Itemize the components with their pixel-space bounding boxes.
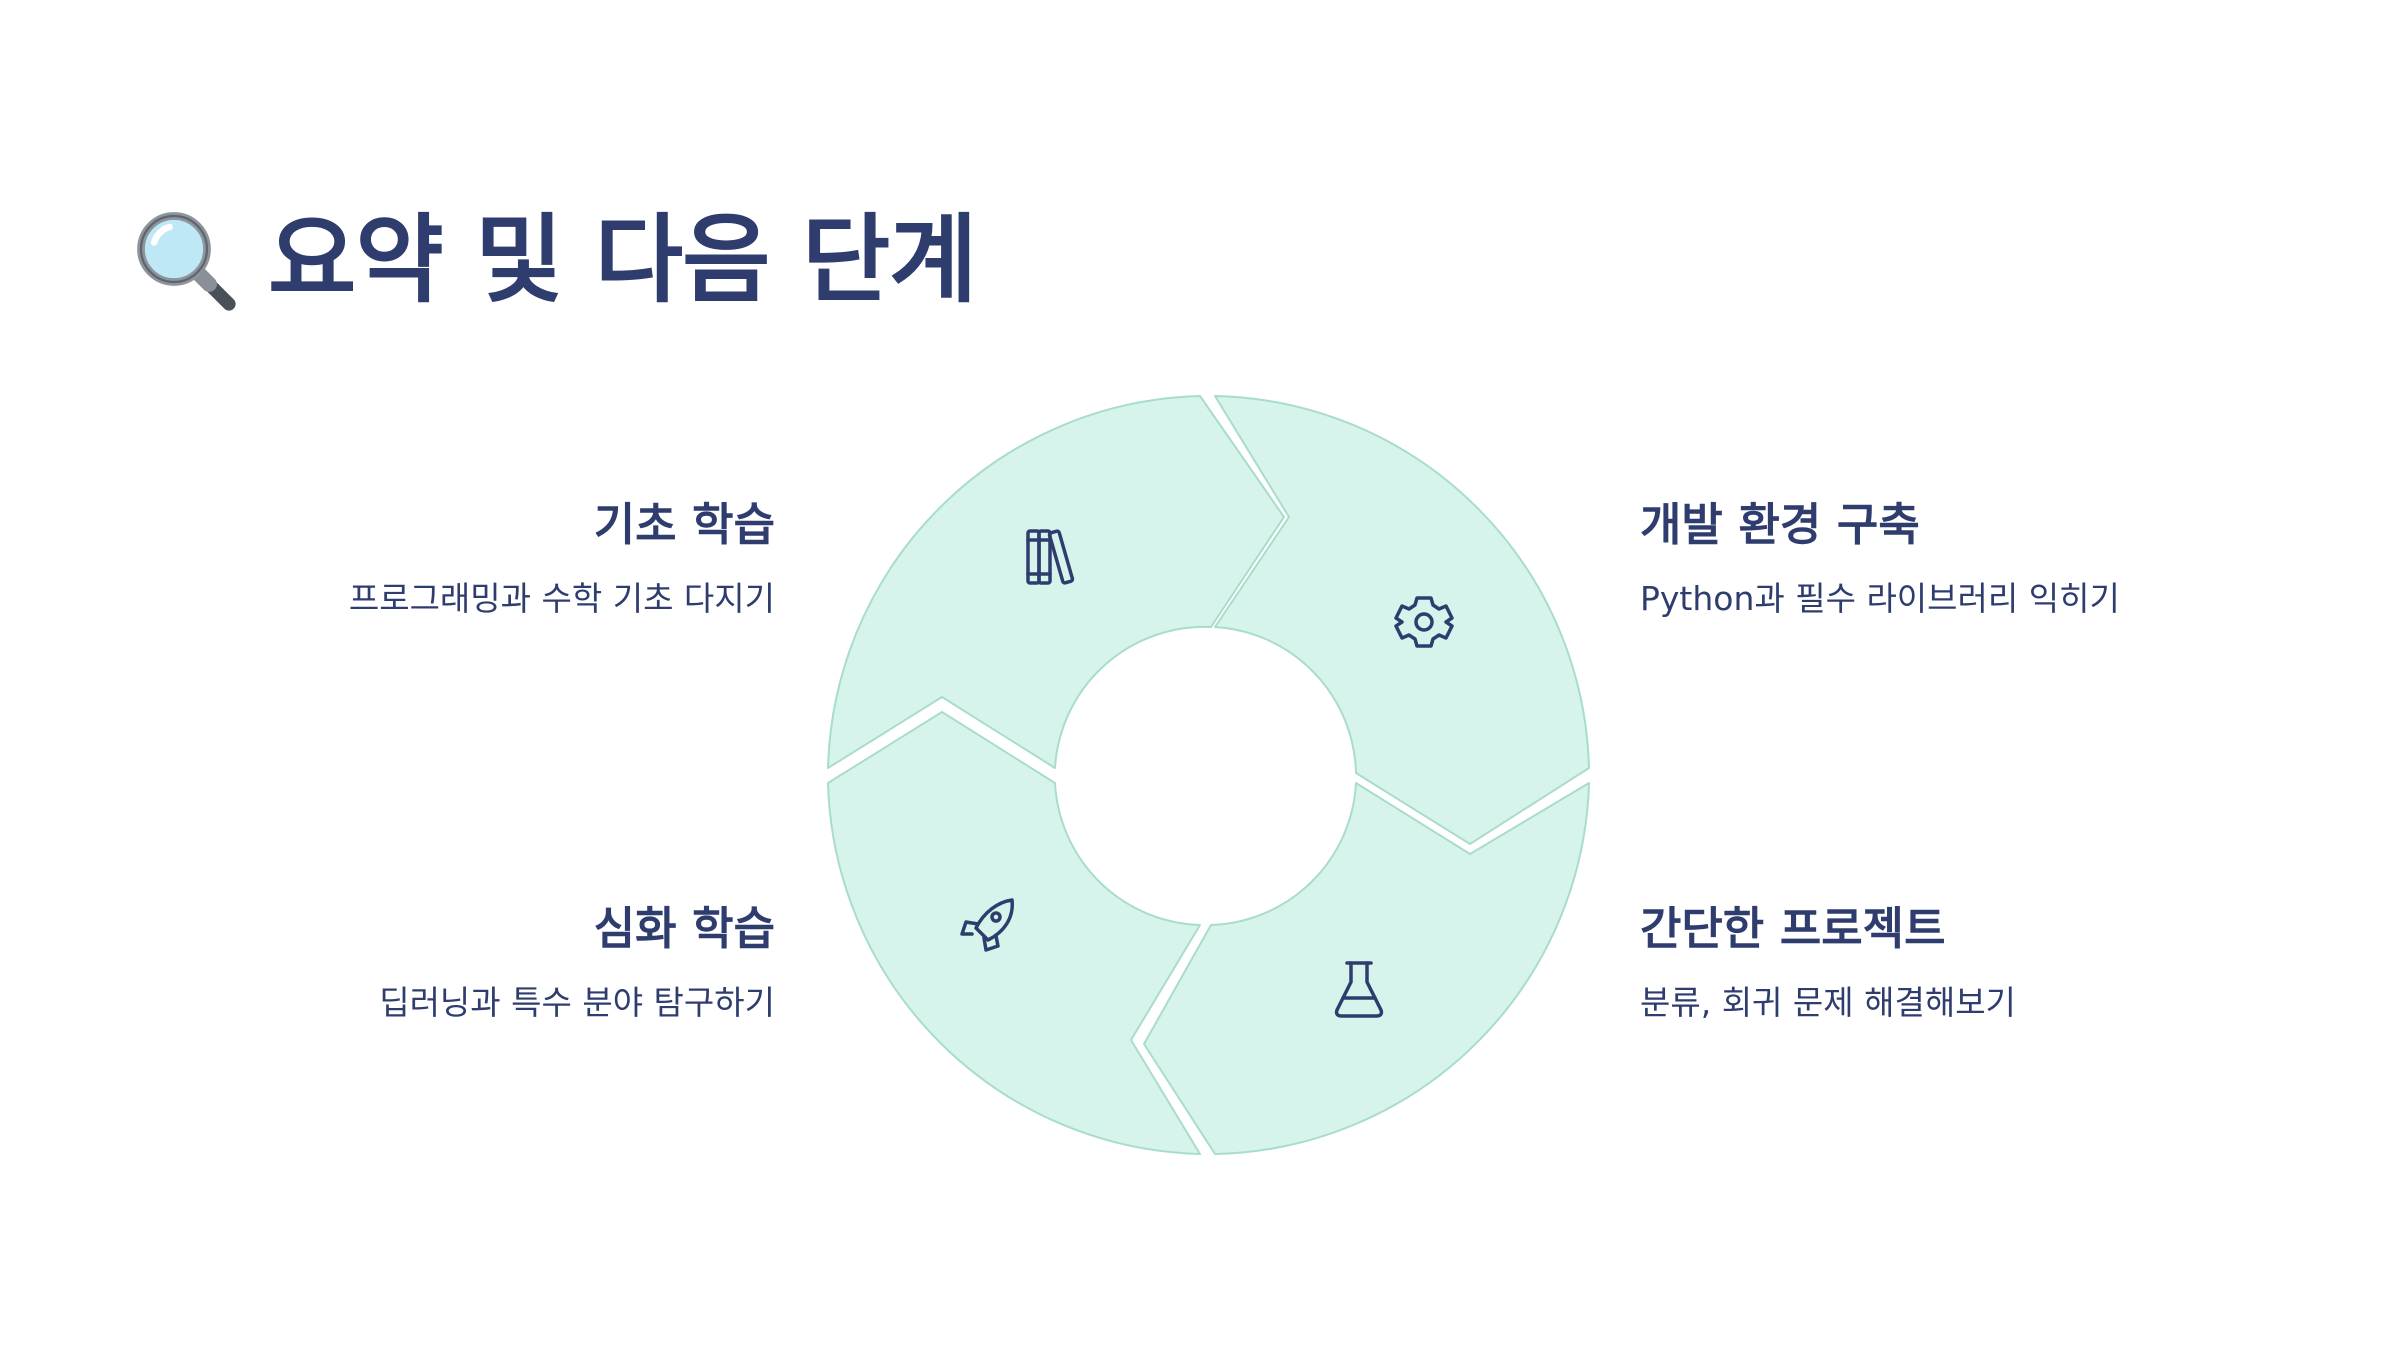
step-description: 프로그래밍과 수학 기초 다지기 <box>348 579 775 618</box>
step-basics: 기초 학습 프로그래밍과 수학 기초 다지기 <box>135 498 775 621</box>
books-icon <box>1026 529 1075 585</box>
step-title: 개발 환경 구축 <box>1640 498 1920 551</box>
step-description: 딥러닝과 특수 분야 탐구하기 <box>379 983 775 1022</box>
page-title-text: 요약 및 다음 단계 <box>268 204 978 316</box>
step-environment: 개발 환경 구축 Python과 필수 라이브러리 익히기 <box>1640 498 2280 621</box>
page-title: 요약 및 다음 단계 <box>130 200 978 320</box>
step-description: 분류, 회귀 문제 해결해보기 <box>1640 983 2016 1022</box>
step-project: 간단한 프로젝트 분류, 회귀 문제 해결해보기 <box>1640 902 2280 1025</box>
gear-icon <box>1394 596 1454 648</box>
step-title: 기초 학습 <box>593 498 775 551</box>
segment-basics <box>827 395 1285 769</box>
magnifying-glass-icon <box>137 212 236 311</box>
step-description: Python과 필수 라이브러리 익히기 <box>1640 579 2120 618</box>
step-advanced: 심화 학습 딥러닝과 특수 분야 탐구하기 <box>135 902 775 1025</box>
rocket-icon <box>960 898 1014 952</box>
flask-icon <box>1334 961 1384 1018</box>
step-title: 심화 학습 <box>593 902 775 955</box>
step-title: 간단한 프로젝트 <box>1640 902 1946 955</box>
segment-advanced <box>827 711 1201 1155</box>
